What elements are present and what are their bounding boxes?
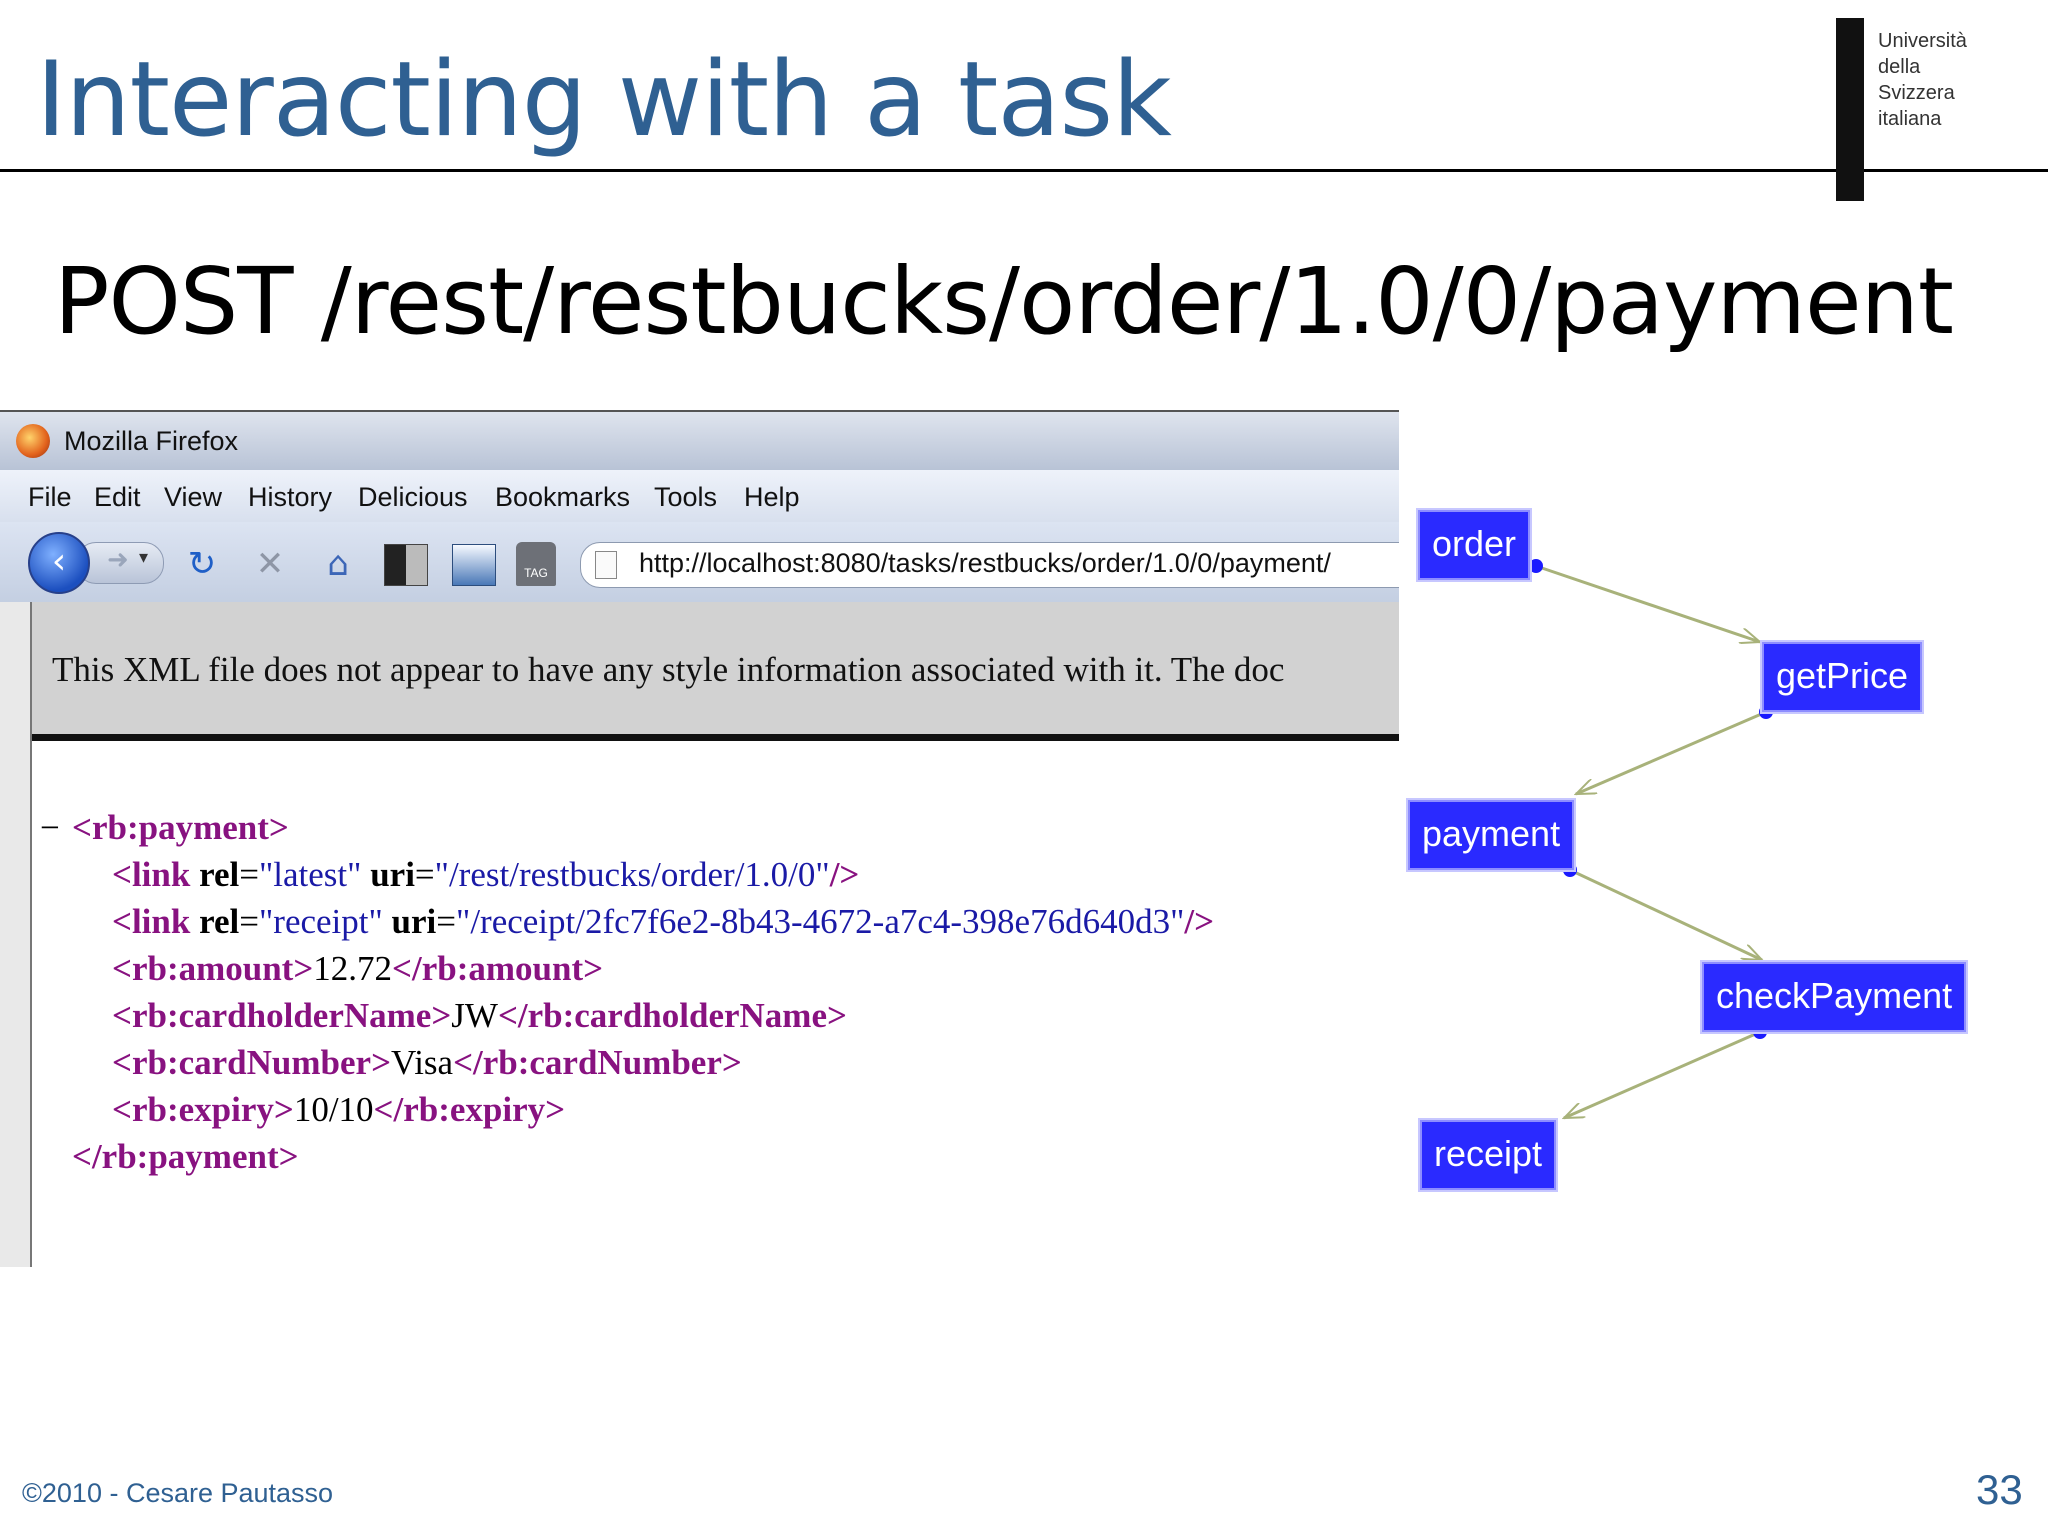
stop-icon[interactable]: ✕	[255, 544, 285, 584]
page-panel-icon[interactable]	[452, 544, 496, 586]
xml-tag: <link	[112, 855, 191, 894]
slide-title: Interacting with a task	[36, 40, 1172, 160]
xml-tag: <rb:amount>	[112, 949, 314, 988]
logo-line: della	[1878, 56, 1921, 78]
xml-tag: />	[1184, 902, 1215, 941]
xml-line: <rb:expiry>10/10</rb:expiry>	[40, 1086, 1214, 1133]
xml-tag: </rb:payment>	[72, 1137, 299, 1176]
xml-notice-text: This XML file does not appear to have an…	[52, 650, 1285, 689]
xml-line: </rb:payment>	[40, 1133, 1214, 1180]
node-payment[interactable]: payment	[1408, 800, 1575, 870]
menu-file[interactable]: File	[28, 482, 72, 512]
page-favicon-icon	[595, 551, 617, 579]
forward-button[interactable]: ➜ ▾	[76, 542, 164, 584]
bookmarks-sidebar-icon[interactable]	[384, 544, 428, 586]
xml-value: "/receipt/2fc7f6e2-8b43-4672-a7c4-398e76…	[456, 902, 1185, 941]
logo-line: Università	[1878, 30, 1967, 52]
reload-icon[interactable]: ↻	[187, 544, 217, 584]
node-receipt[interactable]: receipt	[1420, 1120, 1557, 1190]
xml-text: 10/10	[293, 1090, 374, 1129]
logo-line: Svizzera	[1878, 82, 1955, 104]
xml-value: "/rest/restbucks/order/1.0/0"	[434, 855, 830, 894]
collapse-toggle[interactable]: −	[40, 808, 60, 847]
forward-arrow-icon: ➜	[107, 545, 129, 575]
xml-value: "latest"	[259, 855, 362, 894]
xml-tree: −<rb:payment> <link rel="latest" uri="/r…	[40, 804, 1214, 1180]
url-text[interactable]: http://localhost:8080/tasks/restbucks/or…	[639, 548, 1331, 578]
xml-attr: uri	[370, 855, 415, 894]
edge-port	[1529, 559, 1543, 573]
xml-text: JW	[451, 996, 498, 1035]
xml-attr: rel	[199, 855, 240, 894]
xml-tag: <link	[112, 902, 191, 941]
xml-notice-bar: This XML file does not appear to have an…	[32, 602, 1399, 741]
university-logo-bar	[1836, 18, 1864, 201]
xml-tag: <rb:cardholderName>	[112, 996, 452, 1035]
node-checkpayment[interactable]: checkPayment	[1702, 962, 1967, 1032]
edge-checkpayment-receipt	[1564, 1030, 1761, 1120]
xml-value: "receipt"	[259, 902, 383, 941]
xml-tag: </rb:expiry>	[373, 1090, 566, 1129]
window-titlebar: Mozilla Firefox	[0, 412, 1399, 470]
xml-text: Visa	[391, 1043, 454, 1082]
footer-copyright: ©2010 - Cesare Pautasso	[22, 1478, 334, 1508]
edge-payment-checkpayment	[1569, 868, 1762, 962]
xml-tag: />	[829, 855, 860, 894]
firefox-logo-icon	[16, 424, 50, 458]
navigation-toolbar: ➜ ▾ ‹ ↻ ✕ ⌂ TAG http://localhost:8080/ta…	[0, 522, 1399, 603]
xml-tag: <rb:payment>	[72, 808, 289, 847]
xml-tag: </rb:amount>	[392, 949, 604, 988]
xml-tag: <rb:expiry>	[112, 1090, 294, 1129]
xml-line: <rb:amount>12.72</rb:amount>	[40, 945, 1214, 992]
logo-line: italiana	[1878, 108, 1942, 130]
xml-attr: rel	[199, 902, 240, 941]
edge-getprice-payment	[1576, 710, 1767, 796]
back-button[interactable]: ‹	[28, 532, 90, 594]
xml-tag: <rb:cardNumber>	[112, 1043, 392, 1082]
page-number: 33	[1976, 1466, 2023, 1513]
xml-text: 12.72	[313, 949, 393, 988]
node-order[interactable]: order	[1418, 510, 1531, 580]
node-getprice[interactable]: getPrice	[1762, 642, 1923, 712]
menu-delicious[interactable]: Delicious	[358, 482, 468, 512]
window-title: Mozilla Firefox	[64, 426, 239, 456]
menu-bookmarks[interactable]: Bookmarks	[495, 482, 631, 512]
menu-edit[interactable]: Edit	[94, 482, 141, 512]
xml-line: <link rel="latest" uri="/rest/restbucks/…	[112, 855, 860, 894]
menu-history[interactable]: History	[248, 482, 333, 512]
url-bar[interactable]: http://localhost:8080/tasks/restbucks/or…	[580, 542, 1399, 588]
university-logo-text: Università della Svizzera italiana	[1878, 28, 1967, 132]
menu-bar: File Edit View History Delicious Bookmar…	[0, 470, 1399, 522]
xml-attr: uri	[391, 902, 437, 941]
xml-line: <rb:cardNumber>Visa</rb:cardNumber>	[40, 1039, 1214, 1086]
menu-help[interactable]: Help	[744, 482, 800, 512]
edge-order-getprice	[1535, 564, 1760, 642]
menu-tools[interactable]: Tools	[654, 482, 718, 512]
xml-line: −<rb:payment>	[40, 804, 1214, 851]
tag-icon[interactable]: TAG	[516, 542, 556, 586]
workflow-diagram: order getPrice payment checkPayment rece…	[1400, 410, 2048, 1230]
history-dropdown-icon[interactable]: ▾	[139, 547, 149, 568]
xml-line: <rb:cardholderName>JW</rb:cardholderName…	[40, 992, 1214, 1039]
header-divider	[0, 169, 2048, 172]
back-arrow-icon: ‹	[51, 541, 67, 582]
xml-tag: </rb:cardholderName>	[497, 996, 847, 1035]
firefox-window: Mozilla Firefox File Edit View History D…	[0, 410, 1399, 1267]
xml-line: <link rel="receipt" uri="/receipt/2fc7f6…	[112, 902, 1215, 941]
xml-tag: </rb:cardNumber>	[453, 1043, 742, 1082]
menu-view[interactable]: View	[164, 482, 223, 512]
home-icon[interactable]: ⌂	[327, 544, 349, 584]
sidebar-rail	[0, 602, 32, 1267]
request-line: POST /rest/restbucks/order/1.0/0/payment	[54, 248, 1954, 355]
